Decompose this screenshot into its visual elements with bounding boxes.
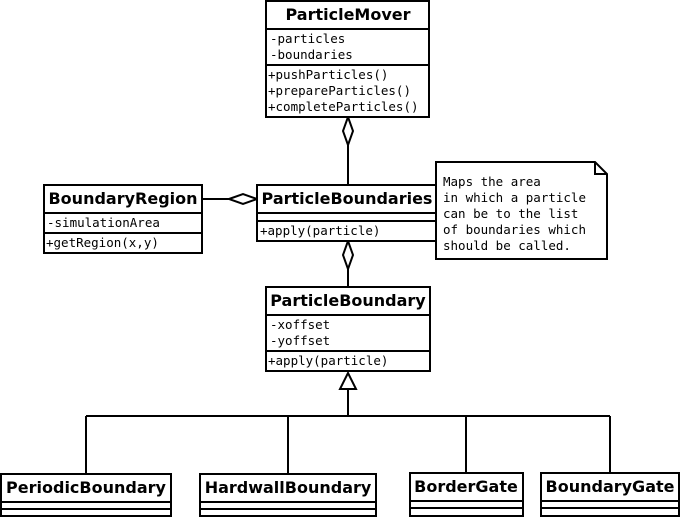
class-name: ParticleMover [285, 5, 410, 24]
class-name: BoundaryRegion [48, 189, 197, 208]
class-attribute: -yoffset [270, 333, 330, 348]
class-attribute: -simulationArea [47, 215, 160, 230]
class-particle-mover[interactable]: ParticleMover -particles -boundaries +pu… [265, 0, 430, 118]
class-boundary-gate[interactable]: BoundaryGate [540, 472, 680, 517]
class-border-gate[interactable]: BorderGate [409, 472, 524, 517]
class-hardwall-boundary[interactable]: HardwallBoundary [199, 473, 377, 517]
aggregation-diamond-mover [341, 114, 355, 148]
class-attribute: -boundaries [270, 47, 353, 62]
class-name: PeriodicBoundary [6, 478, 166, 497]
class-particle-boundaries[interactable]: ParticleBoundaries +apply(particle) [256, 184, 439, 242]
aggregation-diamond-boundaries-region [226, 192, 260, 206]
class-attribute: -particles [270, 31, 345, 46]
note-line: Maps the area [443, 174, 541, 189]
note-line: of boundaries which [443, 222, 586, 237]
class-operation: +pushParticles() [268, 67, 388, 82]
note: Maps the area in which a particle can be… [435, 161, 608, 260]
note-line: should be called. [443, 238, 571, 253]
class-operation: +completeParticles() [268, 99, 419, 114]
class-operation: +apply(particle) [268, 353, 388, 368]
generalization-triangle [338, 370, 358, 390]
note-line: can be to the list [443, 206, 578, 221]
class-operation: +getRegion(x,y) [46, 235, 159, 250]
class-name: ParticleBoundary [270, 291, 426, 310]
class-name: ParticleBoundaries [262, 189, 433, 208]
class-periodic-boundary[interactable]: PeriodicBoundary [0, 473, 172, 517]
class-name: BorderGate [414, 477, 518, 496]
aggregation-diamond-boundaries [341, 238, 355, 272]
note-line: in which a particle [443, 190, 586, 205]
class-name: BoundaryGate [546, 477, 675, 496]
class-attribute: -xoffset [270, 317, 330, 332]
class-particle-boundary[interactable]: ParticleBoundary -xoffset -yoffset +appl… [265, 286, 431, 372]
class-operation: +apply(particle) [260, 223, 380, 238]
class-boundary-region[interactable]: BoundaryRegion -simulationArea +getRegio… [43, 184, 203, 254]
class-name: HardwallBoundary [205, 478, 372, 497]
class-operation: +prepareParticles() [268, 83, 411, 98]
